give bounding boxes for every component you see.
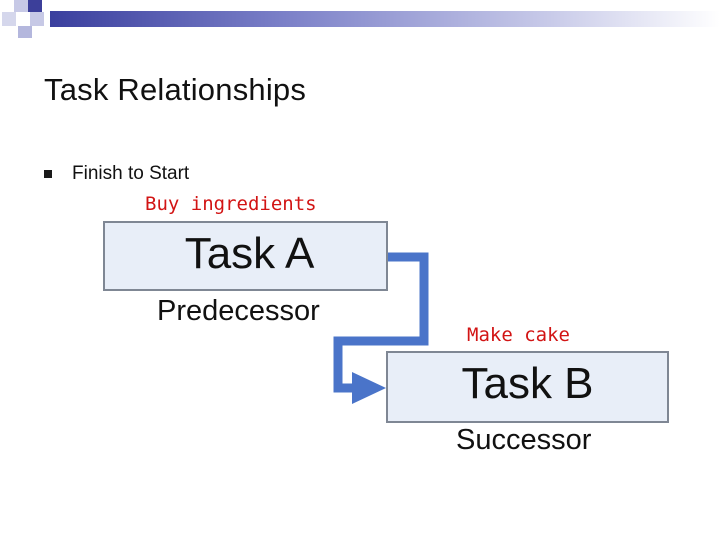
task-b-box: Task B bbox=[386, 351, 669, 423]
bullet-text: Finish to Start bbox=[72, 163, 190, 184]
task-a-label: Task A bbox=[184, 229, 315, 278]
slide-title: Task Relationships bbox=[44, 72, 307, 107]
arrowhead-icon bbox=[352, 372, 386, 404]
dependency-connector bbox=[333, 252, 429, 393]
task-a-note: Buy ingredients bbox=[145, 193, 317, 215]
bullet-square-icon bbox=[44, 170, 52, 178]
task-a-box: Task A bbox=[103, 221, 388, 291]
task-b-label: Task B bbox=[461, 359, 594, 408]
task-b-role: Successor bbox=[456, 424, 592, 456]
header-decoration bbox=[0, 0, 720, 38]
header-gradient-bar bbox=[50, 11, 720, 27]
task-b-note: Make cake bbox=[467, 324, 570, 346]
task-a-role: Predecessor bbox=[157, 295, 320, 327]
